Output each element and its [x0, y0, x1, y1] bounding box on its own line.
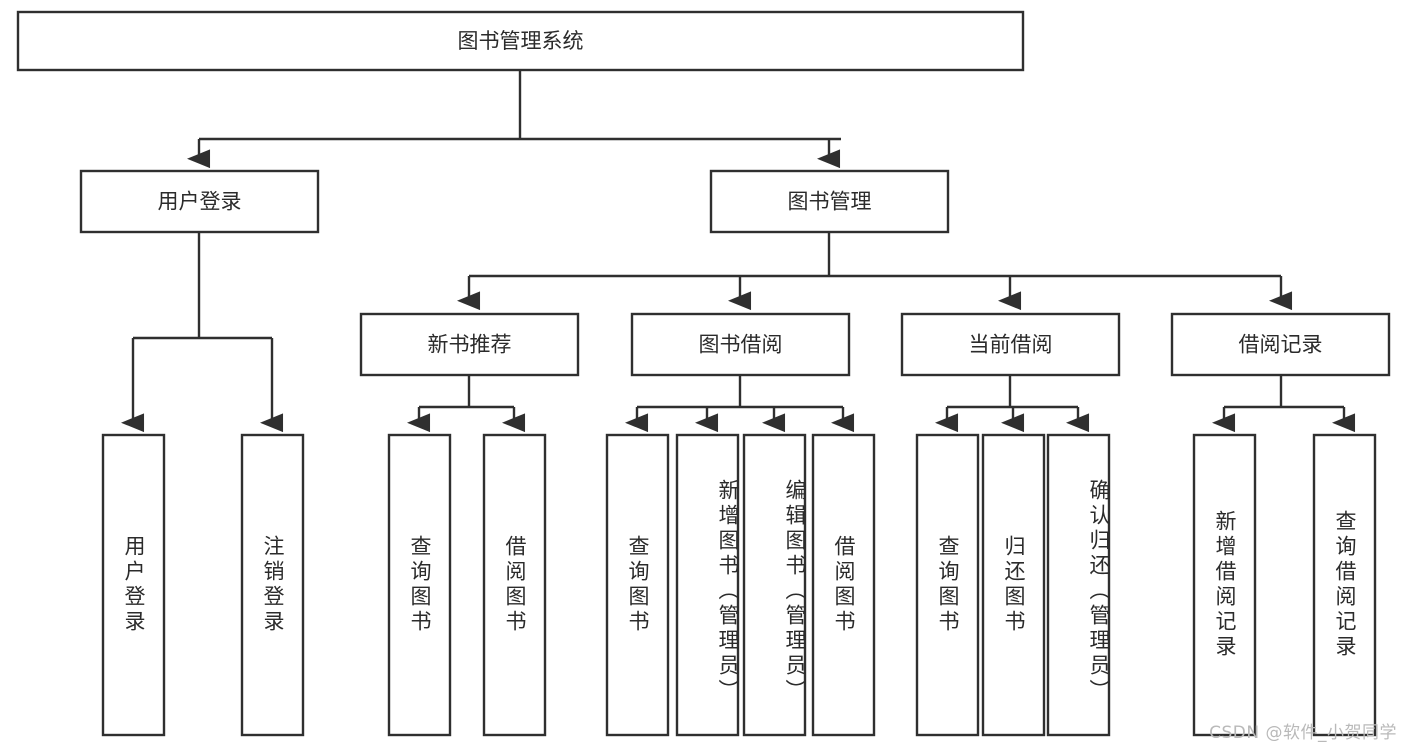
node-new-book-recommend-label: 新书推荐 — [428, 333, 512, 357]
node-leaf-user-logout[interactable] — [240, 433, 305, 737]
connector-book-management-to-level3 — [457, 232, 1293, 311]
node-root[interactable]: 图书管理系统 — [16, 10, 1025, 72]
node-book-borrow[interactable]: 图书借阅 — [630, 312, 851, 377]
node-leaf-query-record[interactable] — [1312, 433, 1377, 737]
node-leaf-add-book[interactable] — [675, 433, 740, 737]
node-leaf-add-record[interactable] — [1192, 433, 1257, 737]
leaf-boxes — [101, 433, 1377, 737]
node-book-management-label: 图书管理 — [788, 190, 872, 214]
node-current-borrow[interactable]: 当前借阅 — [900, 312, 1121, 377]
node-leaf-query-book-2[interactable] — [605, 433, 670, 737]
node-user-login[interactable]: 用户登录 — [79, 169, 320, 234]
node-book-borrow-label: 图书借阅 — [699, 333, 783, 357]
node-leaf-borrow-book-2[interactable] — [811, 433, 876, 737]
node-borrow-record-label: 借阅记录 — [1239, 333, 1323, 357]
connector-current-borrow-to-leaves — [935, 375, 1090, 433]
connector-root-to-level2 — [187, 70, 841, 169]
node-leaf-edit-book[interactable] — [742, 433, 807, 737]
connector-borrow-record-to-leaves — [1212, 375, 1356, 433]
node-user-login-label: 用户登录 — [158, 190, 242, 214]
connector-book-borrow-to-leaves — [625, 375, 855, 433]
node-leaf-borrow-book-1[interactable] — [482, 433, 547, 737]
node-leaf-confirm-return[interactable] — [1046, 433, 1111, 737]
connector-user-login-to-leaves — [121, 232, 284, 433]
node-leaf-query-book-3[interactable] — [915, 433, 980, 737]
node-borrow-record[interactable]: 借阅记录 — [1170, 312, 1391, 377]
watermark-text: CSDN @软件_小贺同学 — [1209, 723, 1397, 743]
connector-new-book-recommend-to-leaves — [407, 375, 526, 433]
node-leaf-query-book-1[interactable] — [387, 433, 452, 737]
node-leaf-user-login[interactable] — [101, 433, 166, 737]
node-book-management[interactable]: 图书管理 — [709, 169, 950, 234]
node-leaf-return-book[interactable] — [981, 433, 1046, 737]
node-root-label: 图书管理系统 — [458, 29, 584, 53]
node-current-borrow-label: 当前借阅 — [969, 333, 1053, 357]
node-new-book-recommend[interactable]: 新书推荐 — [359, 312, 580, 377]
